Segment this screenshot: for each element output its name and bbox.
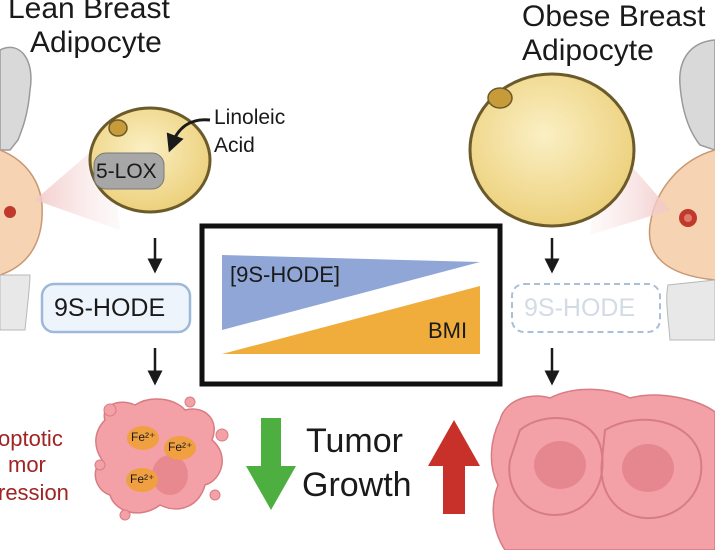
linoleic-label-line2: Acid — [214, 134, 255, 157]
lean-tumor-cluster — [94, 396, 229, 521]
linoleic-label-line1: Linoleic — [214, 106, 286, 129]
hode-wedge-label: [9S-HODE] — [230, 262, 341, 287]
decrease-arrow-icon — [246, 418, 296, 510]
iron-label-1: Fe²⁺ — [131, 430, 156, 444]
outcome-line3: ression — [0, 480, 69, 505]
iron-label-2: Fe²⁺ — [168, 440, 193, 454]
lean-title-line1: Lean Breast — [8, 0, 170, 25]
obese-hode-box — [511, 283, 661, 333]
hode-wedge — [222, 255, 480, 330]
enzyme-label: 5-LOX — [96, 160, 157, 183]
lean-hode-label: 9S-HODE — [54, 294, 166, 322]
tumor-growth-line1: Tumor — [306, 422, 403, 460]
obese-hode-label: 9S-HODE — [524, 294, 636, 322]
obese-adipocyte-cell — [468, 72, 636, 228]
bmi-wedge-label: BMI — [428, 318, 468, 343]
obese-tumor-mass — [490, 388, 715, 550]
outcome-line1: optotic — [0, 426, 63, 451]
increase-arrow-icon — [428, 420, 480, 514]
obese-title-line2: Adipocyte — [522, 34, 654, 67]
obese-title-line1: Obese Breast — [522, 0, 706, 33]
linoleic-arrow-icon — [166, 118, 211, 153]
iron-label-3: Fe²⁺ — [130, 472, 155, 486]
bmi-wedge — [222, 286, 480, 354]
tumor-growth-line2: Growth — [302, 466, 412, 504]
lean-title-line2: Adipocyte — [30, 26, 162, 59]
obese-woman-figure-icon — [648, 39, 715, 341]
lean-hode-box — [40, 282, 192, 334]
outcome-line2: mor — [8, 452, 46, 477]
lean-woman-figure-icon — [0, 46, 43, 331]
